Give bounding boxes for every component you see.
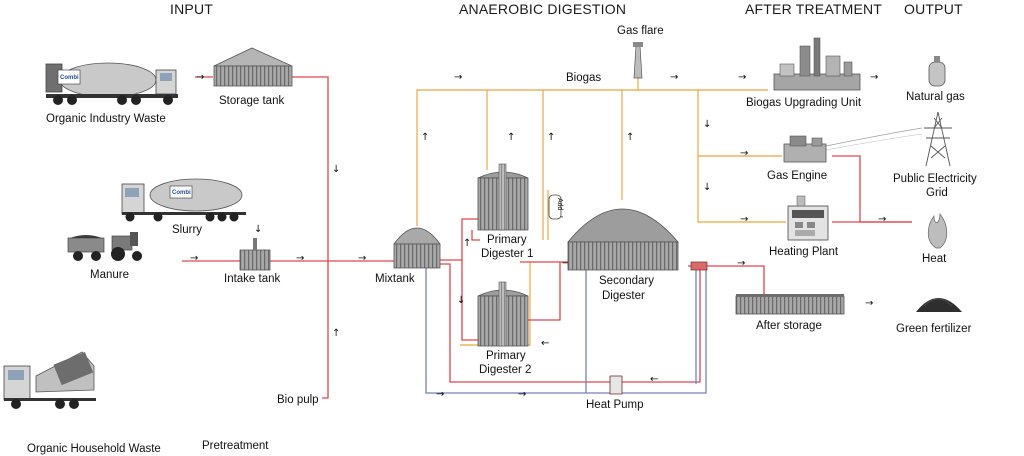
flow-arrows: → → → → → ↓ ↑ ↓ → → → ↑ ↑ ↑ ↑ ↓ ↓ → → → …: [190, 72, 886, 400]
arrow-right-icon: →: [296, 253, 304, 264]
arrow-right-icon: →: [738, 72, 746, 83]
arrow-right-icon: →: [878, 214, 886, 225]
biogas-upgrading-unit-icon: [773, 37, 861, 91]
label-gas-flare: Gas flare: [617, 25, 664, 37]
return-pipes: [425, 268, 707, 394]
arrow-right-icon: →: [865, 298, 873, 309]
header-input: INPUT: [170, 1, 213, 17]
heating-plant-icon: [787, 195, 829, 241]
arrow-right-icon: →: [358, 253, 366, 264]
header-output: OUTPUT: [904, 1, 963, 17]
svg-text:Combi: Combi: [60, 75, 79, 81]
header-after-treatment: AFTER TREATMENT: [745, 1, 882, 17]
intake-tank-icon: [239, 238, 271, 271]
arrow-down-icon: ↓: [332, 164, 340, 175]
heat-flame-icon: [927, 213, 948, 249]
label-heating-plant: Heating Plant: [769, 246, 839, 258]
label-primary-digester-1-line1: Primary: [487, 234, 527, 246]
arrow-up-icon: ↑: [507, 132, 515, 143]
natural-gas-cylinder-icon: [928, 56, 946, 87]
green-fertilizer-pile-icon: [916, 298, 962, 312]
arrow-right-icon: →: [436, 389, 444, 400]
label-organic-industry-waste: Organic Industry Waste: [46, 113, 166, 125]
arrow-down-icon: ↓: [703, 119, 711, 130]
svg-text:Add: Add: [556, 198, 563, 211]
arrow-up-icon: ↑: [547, 132, 555, 143]
primary-digester-1-icon: [477, 163, 529, 231]
arrow-down-icon: ↓: [703, 182, 711, 193]
label-bio-pulp: Bio pulp: [277, 394, 319, 406]
biogas-pipes: [416, 78, 786, 346]
label-after-storage: After storage: [756, 320, 822, 332]
label-heat-pump: Heat Pump: [586, 399, 644, 411]
additive-dosing-icon: Add: [548, 194, 563, 220]
industry-waste-truck-icon: Combi: [45, 62, 178, 105]
secondary-digester-icon: [567, 208, 679, 271]
label-intake-tank: Intake tank: [224, 273, 281, 285]
label-natural-gas: Natural gas: [906, 91, 965, 103]
primary-digester-2-icon: [477, 281, 529, 347]
label-biogas-upgrading-unit: Biogas Upgrading Unit: [746, 97, 862, 109]
label-secondary-digester-line1: Secondary: [599, 275, 654, 287]
arrow-right-icon: →: [196, 72, 204, 83]
arrow-right-icon: →: [737, 258, 745, 269]
electricity-pylon-icon: [924, 111, 952, 167]
arrow-up-icon: ↑: [626, 132, 634, 143]
arrow-right-icon: →: [562, 258, 570, 269]
arrow-right-icon: →: [518, 389, 526, 400]
arrow-right-icon: →: [190, 253, 198, 264]
label-heat: Heat: [922, 253, 947, 265]
arrow-right-icon: →: [740, 214, 748, 225]
label-secondary-digester-line2: Digester: [602, 290, 645, 302]
label-manure: Manure: [90, 269, 129, 281]
arrow-left-icon: ←: [541, 338, 549, 349]
slurry-truck-icon: Combi: [121, 178, 246, 222]
arrow-down-icon: ↓: [254, 224, 262, 235]
label-pretreatment: Pretreatment: [202, 440, 269, 452]
storage-tank-icon: [213, 47, 293, 87]
label-slurry: Slurry: [172, 224, 202, 236]
arrow-left-icon: ←: [650, 374, 658, 385]
arrow-right-icon: →: [870, 72, 878, 83]
svg-text:Combi: Combi: [172, 190, 191, 196]
label-green-fertilizer: Green fertilizer: [896, 323, 972, 335]
arrow-right-icon: →: [454, 72, 462, 83]
after-storage-icon: [735, 294, 845, 315]
mixtank-icon: [393, 227, 441, 269]
manure-tractor-icon: [67, 232, 142, 261]
label-gas-engine: Gas Engine: [767, 170, 827, 182]
label-storage-tank: Storage tank: [219, 95, 284, 107]
heat-exchanger-icon: [690, 261, 708, 271]
gas-flare-icon: [633, 42, 643, 79]
arrow-right-icon: →: [740, 148, 748, 159]
power-line-2: [825, 133, 923, 151]
arrow-up-icon: ↑: [421, 132, 429, 143]
household-waste-truck-icon: [3, 351, 96, 409]
label-primary-digester-2-line2: Digester 2: [479, 364, 531, 376]
header-anaerobic-digestion: ANAEROBIC DIGESTION: [459, 1, 626, 17]
label-primary-digester-2-line1: Primary: [486, 350, 526, 362]
gas-engine-icon: [783, 135, 827, 163]
heat-pump-icon: [609, 375, 623, 395]
label-public-electricity-grid-line2: Grid: [926, 187, 948, 199]
power-line: [825, 127, 923, 147]
label-organic-household-waste: Organic Household Waste: [27, 443, 161, 455]
arrow-down-icon: ↓: [457, 295, 465, 306]
label-biogas: Biogas: [566, 72, 601, 84]
substrate-pipes: [182, 76, 912, 399]
label-public-electricity-grid-line1: Public Electricity: [893, 173, 977, 185]
label-primary-digester-1-line2: Digester 1: [481, 248, 533, 260]
label-mixtank: Mixtank: [375, 273, 415, 285]
arrow-up-icon: ↑: [332, 328, 340, 339]
arrow-up-icon: ↑: [463, 238, 471, 249]
arrow-right-icon: →: [670, 72, 678, 83]
